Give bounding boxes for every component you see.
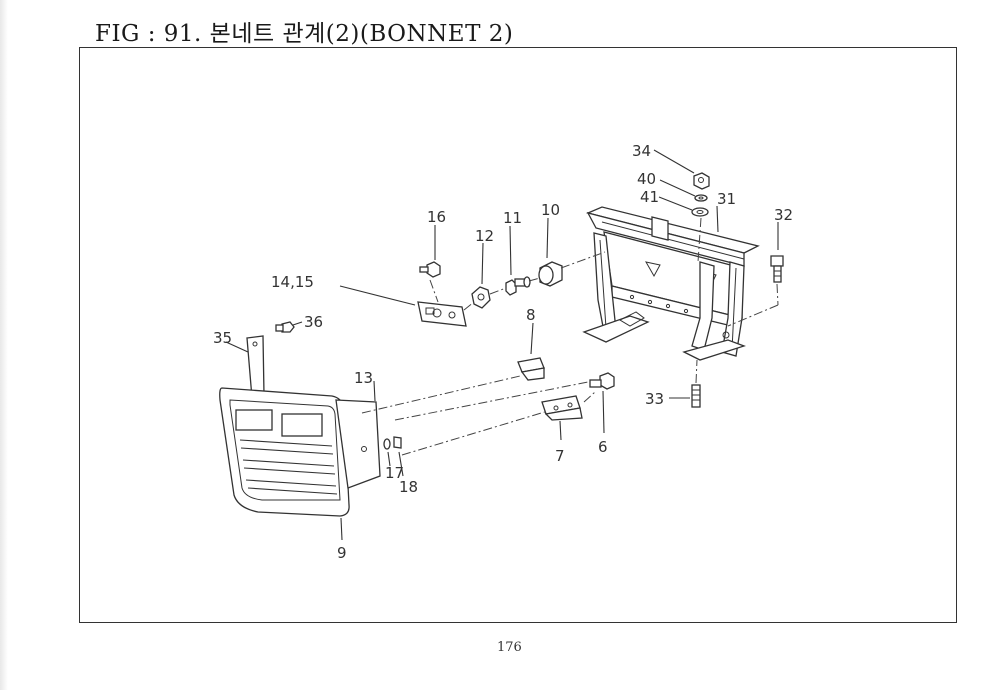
stud-33 xyxy=(691,384,701,408)
bolt-16 xyxy=(419,261,441,278)
bolt-36 xyxy=(275,321,295,333)
washer-40 xyxy=(694,194,708,202)
leader-lines xyxy=(225,149,779,541)
nut-12 xyxy=(471,286,491,309)
figure-title: FIG : 91. 본네트 관계(2)(BONNET 2) xyxy=(95,21,514,47)
callout-labels: 34 40 41 31 32 10 11 12 16 14,15 36 35 8… xyxy=(213,142,793,562)
callout-34: 34 xyxy=(632,142,651,160)
callout-11: 11 xyxy=(503,209,522,227)
diagram-frame xyxy=(79,47,957,623)
rubber-cushion-10 xyxy=(538,261,563,287)
callout-18: 18 xyxy=(399,478,418,496)
scan-edge-shading xyxy=(0,0,8,690)
callout-8: 8 xyxy=(526,306,536,324)
callout-33: 33 xyxy=(645,390,664,408)
page-number: 176 xyxy=(497,640,522,655)
callout-14-15: 14,15 xyxy=(271,273,314,291)
callout-9: 9 xyxy=(337,544,347,562)
callout-41: 41 xyxy=(640,188,659,206)
callout-6: 6 xyxy=(598,438,608,456)
callout-32: 32 xyxy=(774,206,793,224)
clip-18 xyxy=(393,436,402,449)
washer-17 xyxy=(383,438,391,450)
callout-35: 35 xyxy=(213,329,232,347)
bolt-32 xyxy=(770,255,784,283)
callout-31: 31 xyxy=(717,190,736,208)
bonnet-support-frame xyxy=(582,206,760,361)
callout-7: 7 xyxy=(555,447,565,465)
nut-34 xyxy=(693,172,710,190)
callout-10: 10 xyxy=(541,201,560,219)
bracket-7 xyxy=(541,395,583,421)
front-grille-9 xyxy=(219,335,381,517)
bracket-plate-14-15 xyxy=(417,301,467,327)
washer-41 xyxy=(691,207,709,217)
callout-16: 16 xyxy=(427,208,446,226)
bolt-6 xyxy=(589,372,615,390)
bolt-11 xyxy=(505,276,531,296)
callout-13: 13 xyxy=(354,369,373,387)
callout-17: 17 xyxy=(385,464,404,482)
callout-12: 12 xyxy=(475,227,494,245)
bracket-8 xyxy=(517,357,545,381)
callout-40: 40 xyxy=(637,170,656,188)
callout-36: 36 xyxy=(304,313,323,331)
